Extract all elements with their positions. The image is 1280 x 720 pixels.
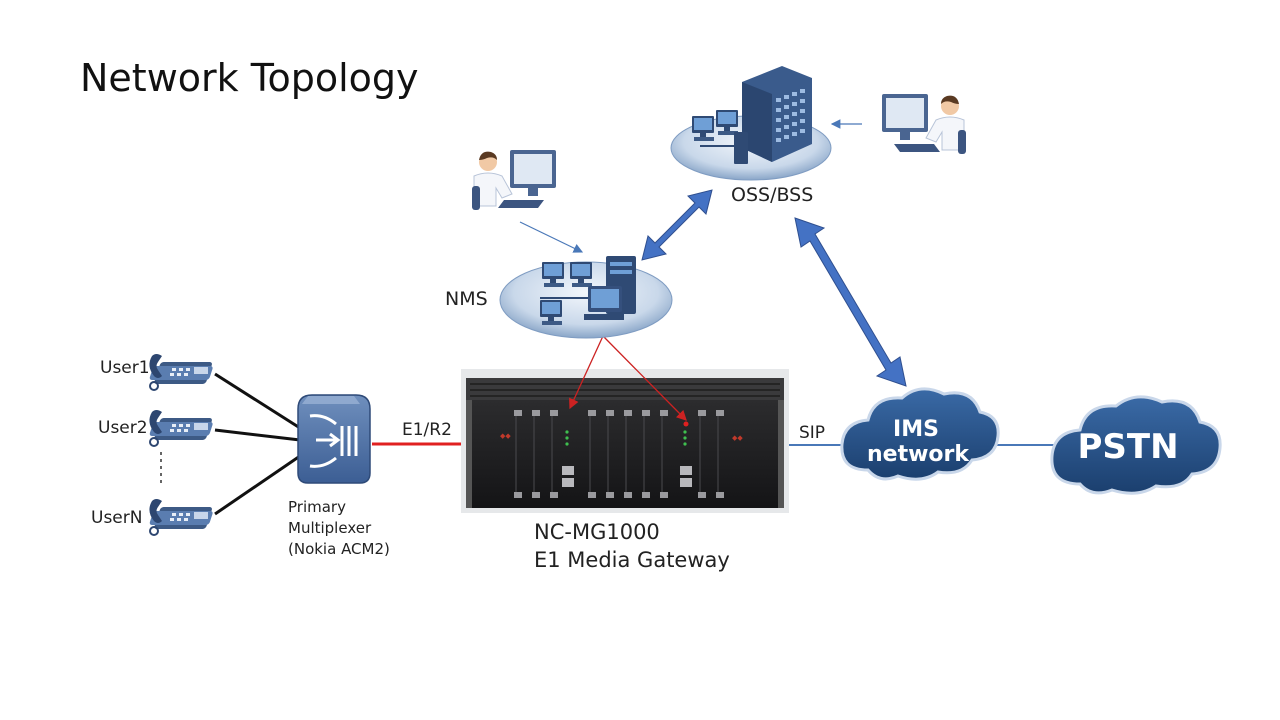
desk-phone-icon — [147, 498, 215, 536]
pstn-label: PSTN — [1077, 427, 1178, 467]
ims-network-cloud — [840, 387, 1000, 481]
multiplexer-icon — [297, 394, 371, 484]
multiplexer-label: Primary Multiplexer (Nokia ACM2) — [288, 497, 428, 560]
network-management-platform-icon — [499, 256, 673, 339]
nms-pointer-right — [602, 335, 687, 421]
nms-oss-double-arrow — [641, 189, 713, 261]
usern-link — [214, 454, 301, 516]
nms-pointer-left — [569, 335, 604, 410]
svg-text:◆◆: ◆◆ — [732, 434, 743, 442]
svg-text:◆◆: ◆◆ — [500, 432, 511, 440]
user-label-n: UserN — [91, 508, 143, 528]
user-label-2: User2 — [98, 418, 148, 438]
media-gateway-chassis: ◆◆ ◆◆ — [461, 369, 789, 513]
e1-link-label: E1/R2 — [402, 420, 452, 440]
gateway-label-line1: NC-MG1000 — [534, 520, 660, 544]
pstn-cloud — [1050, 395, 1222, 495]
server-building-platform-icon — [670, 66, 832, 181]
operator-nms-arrow — [519, 221, 584, 253]
gateway-label-line2: E1 Media Gateway — [534, 548, 730, 572]
multiplexer-label-line1: Primary — [288, 498, 346, 516]
gateway-label: NC-MG1000 E1 Media Gateway — [534, 518, 730, 574]
user-links — [214, 372, 301, 516]
user2-link — [214, 428, 301, 442]
page-title: Network Topology — [80, 56, 419, 100]
nms-label: NMS — [445, 288, 488, 310]
multiplexer-label-line2: Multiplexer — [288, 519, 372, 537]
ims-label-line1: IMS — [893, 417, 939, 442]
desk-phone-icon — [147, 409, 215, 447]
ims-label-line2: network — [867, 442, 970, 467]
user-label-1: User1 — [100, 358, 150, 378]
sip-link-label: SIP — [799, 423, 826, 443]
operator-workstation-icon — [471, 149, 557, 211]
oss-ims-double-arrow — [794, 217, 907, 387]
desk-phone-icon — [147, 353, 215, 391]
oss-bss-label: OSS/BSS — [731, 184, 814, 206]
operator-workstation-icon — [881, 93, 967, 155]
user1-link — [214, 372, 301, 430]
multiplexer-label-line3: (Nokia ACM2) — [288, 540, 390, 558]
